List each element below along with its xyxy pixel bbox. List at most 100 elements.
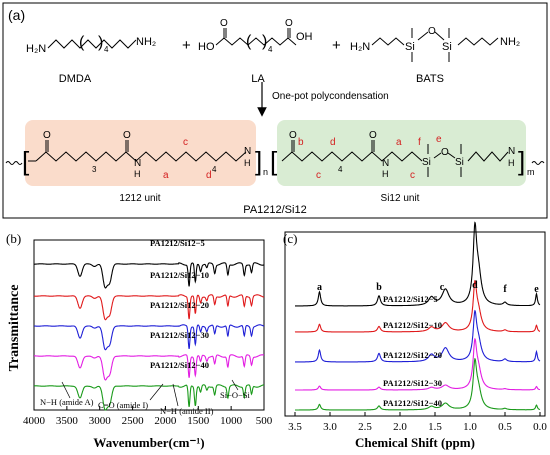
label-1212-a: a bbox=[163, 170, 169, 181]
n-1212-a: N bbox=[134, 158, 141, 169]
si12-bond-2 bbox=[447, 152, 456, 159]
bats-chain-left bbox=[371, 37, 405, 46]
nmr-peak-label: a bbox=[317, 282, 322, 293]
ftir-series-line bbox=[34, 294, 265, 321]
la-chain bbox=[215, 37, 297, 46]
o-si12-bridge: O bbox=[441, 147, 449, 158]
chain-si12-right bbox=[467, 151, 509, 162]
bracket-m-close: ] bbox=[518, 146, 525, 176]
ftir-annotation-leader bbox=[61, 381, 71, 399]
ftir-plot-frame bbox=[33, 239, 265, 411]
ftir-x-axis-label: Wavenumber(cm⁻¹) bbox=[93, 435, 204, 450]
dmda-sub: 4 bbox=[104, 45, 109, 54]
nmr-plot-frame bbox=[284, 231, 546, 417]
polymer-structure: [ O 3 O N H 4 N H a c d 1212 unit ] n [ bbox=[5, 120, 545, 216]
si-si12-right: Si bbox=[455, 157, 464, 168]
nmr-x-axis-label: Chemical Shift (ppm) bbox=[355, 435, 475, 450]
panel-a-label: (a) bbox=[8, 7, 25, 23]
la-bracket-right: ) bbox=[262, 33, 267, 50]
label-1212-d: d bbox=[206, 170, 212, 181]
ftir-x-tick-label: 3500 bbox=[56, 415, 79, 427]
la-o-left: O bbox=[220, 18, 228, 29]
nmr-series-label: PA1212/Si12−40 bbox=[383, 398, 442, 408]
nmr-peak-label: d bbox=[472, 280, 478, 291]
ftir-series-label: PA1212/Si12−20 bbox=[150, 300, 209, 310]
h-1212-b: H bbox=[244, 158, 251, 168]
nmr-series-line bbox=[295, 221, 541, 307]
reagent-dmda: H₂N ( ) 4 NH₂ DMDA bbox=[26, 34, 156, 85]
bats-bond-2 bbox=[434, 31, 445, 41]
label-1212-c: c bbox=[183, 137, 188, 148]
ftir-annotation: N−H (amide II) bbox=[160, 406, 214, 416]
nmr-x-tick-label: 2.5 bbox=[358, 421, 372, 433]
chain-si12 bbox=[281, 151, 423, 162]
ftir-series-label: PA1212/Si12−30 bbox=[150, 330, 209, 340]
ftir-x-tick-label: 3000 bbox=[89, 415, 112, 427]
sub-m: m bbox=[527, 167, 535, 177]
ftir-series-label: PA1212/Si12−5 bbox=[150, 238, 205, 248]
plus-sign-2: + bbox=[332, 37, 341, 54]
bracket-n-open: [ bbox=[22, 146, 30, 176]
bracket-n-close: ] bbox=[255, 146, 262, 176]
polymer-name: PA1212/Si12 bbox=[243, 204, 306, 216]
nmr-series-label: PA1212/Si12−5 bbox=[383, 294, 438, 304]
o-1212-right: O bbox=[123, 130, 131, 141]
o-si12-left: O bbox=[289, 130, 297, 141]
ftir-x-tick-label: 1000 bbox=[220, 415, 243, 427]
dmda-nh2: NH₂ bbox=[136, 36, 156, 48]
h-si12: H bbox=[382, 169, 389, 179]
unit-si12-label: Si12 unit bbox=[381, 193, 420, 204]
chain-1212 bbox=[35, 151, 247, 162]
la-ho: HO bbox=[198, 41, 215, 53]
unit-1212-box bbox=[25, 120, 256, 186]
wavy-end bbox=[531, 161, 545, 165]
n-si12: N bbox=[382, 158, 389, 169]
la-o-right: O bbox=[285, 18, 293, 29]
ftir-x-tick-label: 1500 bbox=[187, 415, 210, 427]
ftir-series-line bbox=[34, 354, 265, 381]
panel-a: (a) H₂N ( ) 4 NH₂ DMDA + HO O O ( ) 4 OH… bbox=[2, 2, 548, 219]
h-1212-a: H bbox=[134, 169, 141, 179]
ftir-x-tick-label: 4000 bbox=[23, 415, 46, 427]
la-sub: 4 bbox=[268, 45, 273, 54]
nmr-x-tick-label: 2.0 bbox=[393, 421, 407, 433]
label-si12-d: d bbox=[330, 137, 336, 148]
label-si12-a: a bbox=[396, 137, 402, 148]
nmr-x-tick-label: 1.5 bbox=[428, 421, 442, 433]
label-si12-e: e bbox=[436, 134, 442, 145]
plus-sign-1: + bbox=[182, 37, 191, 54]
nmr-series-label: PA1212/Si12−10 bbox=[383, 320, 442, 330]
label-si12-c: c bbox=[316, 170, 321, 181]
bracket-m-open: [ bbox=[270, 146, 278, 176]
dmda-h2n: H₂N bbox=[26, 43, 46, 55]
ftir-series-line bbox=[34, 262, 265, 289]
h-si12-end: H bbox=[508, 158, 515, 168]
reagent-la: HO O O ( ) 4 OH LA bbox=[198, 18, 313, 85]
label-si12-c2: c bbox=[410, 170, 415, 181]
panel-a-frame bbox=[2, 2, 548, 219]
label-si12-f: f bbox=[418, 137, 421, 148]
nmr-peak-label: c bbox=[440, 282, 445, 293]
ftir-x-tick-label: 500 bbox=[256, 415, 273, 427]
si-si12-left: Si bbox=[422, 157, 431, 168]
la-bracket-left: ( bbox=[246, 33, 252, 50]
o-si12-right: O bbox=[369, 130, 377, 141]
reaction-label: One-pot polycondensation bbox=[272, 91, 389, 102]
la-oh: OH bbox=[296, 31, 313, 43]
wavy-start bbox=[5, 161, 23, 165]
unit-si12-box bbox=[277, 120, 526, 186]
dmda-name: DMDA bbox=[59, 73, 92, 85]
bats-bond-1 bbox=[417, 31, 429, 41]
ftir-y-axis-label: Transmittance bbox=[7, 285, 22, 372]
bats-h2n: H₂N bbox=[350, 41, 370, 53]
nmr-x-tick-label: 0.0 bbox=[533, 421, 547, 433]
nmr-peak-label: e bbox=[534, 284, 539, 295]
ftir-annotation-leader bbox=[149, 383, 164, 401]
nmr-series-label: PA1212/Si12−30 bbox=[383, 378, 442, 388]
ftir-series-label: PA1212/Si12−10 bbox=[150, 270, 209, 280]
nmr-series-line bbox=[295, 357, 541, 411]
